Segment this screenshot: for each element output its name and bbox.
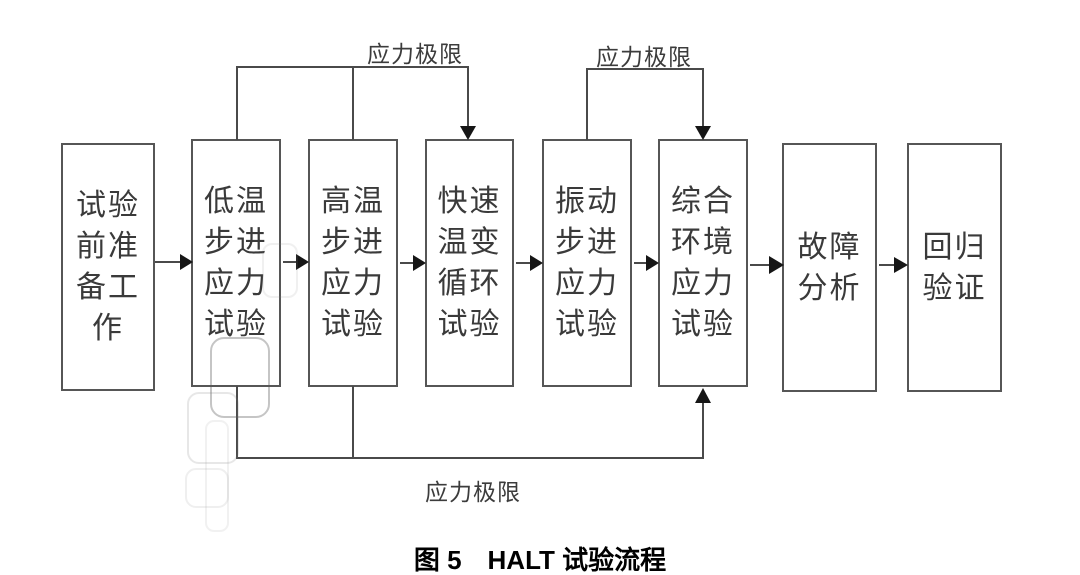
flow-node-label: 低温 步进 应力 试验 (204, 185, 268, 341)
stress-limit-label-bottom: 应力极限 (425, 480, 521, 505)
flow-arrow-vibration-to-combined (634, 255, 659, 271)
watermark-shape (185, 468, 229, 508)
watermark-shape (205, 420, 229, 532)
flow-node-fault-analysis: 故障 分析 (782, 143, 877, 392)
flow-arrow-prep-to-lowtemp (155, 254, 193, 270)
flow-arrow-rapidcycle-to-vibration (516, 255, 543, 271)
flow-arrow-fault-to-regression (879, 257, 908, 273)
watermark-shape (187, 392, 239, 464)
flow-node-rapid-temp-cycle: 快速 温变 循环 试验 (425, 139, 514, 387)
flow-node-combined-env-stress: 综合 环境 应力 试验 (658, 139, 748, 387)
flow-node-low-temp-step-stress: 低温 步进 应力 试验 (191, 139, 281, 387)
flow-arrow-lowtemp-to-hightemp (283, 254, 309, 270)
flow-node-high-temp-step-stress: 高温 步进 应力 试验 (308, 139, 398, 387)
stress-limit-label-top-right: 应力极限 (596, 45, 692, 70)
stress-limit-label-top-left: 应力极限 (367, 42, 463, 67)
flow-node-label: 故障 分析 (797, 230, 862, 305)
stress-limit-bracket-top-right (586, 68, 711, 140)
flow-node-vibration-step-stress: 振动 步进 应力 试验 (542, 139, 632, 387)
stress-limit-bracket-top-left (236, 66, 476, 140)
stress-limit-bracket-bottom (236, 386, 711, 459)
flow-node-label: 振动 步进 应力 试验 (555, 185, 619, 341)
flow-node-regression-verify: 回归 验证 (907, 143, 1002, 392)
flow-node-label: 综合 环境 应力 试验 (671, 185, 735, 341)
flow-arrow-hightemp-to-rapidcycle (400, 255, 426, 271)
flow-arrow-combined-to-fault (750, 256, 784, 274)
flow-node-label: 试验 前准 备工 作 (76, 189, 140, 345)
flow-node-test-prep: 试验 前准 备工 作 (61, 143, 155, 391)
flow-node-label: 高温 步进 应力 试验 (321, 185, 385, 341)
figure-caption: 图 5 HALT 试验流程 (413, 545, 667, 575)
flow-node-label: 回归 验证 (922, 230, 987, 305)
flow-node-label: 快速 温变 循环 试验 (437, 185, 502, 341)
